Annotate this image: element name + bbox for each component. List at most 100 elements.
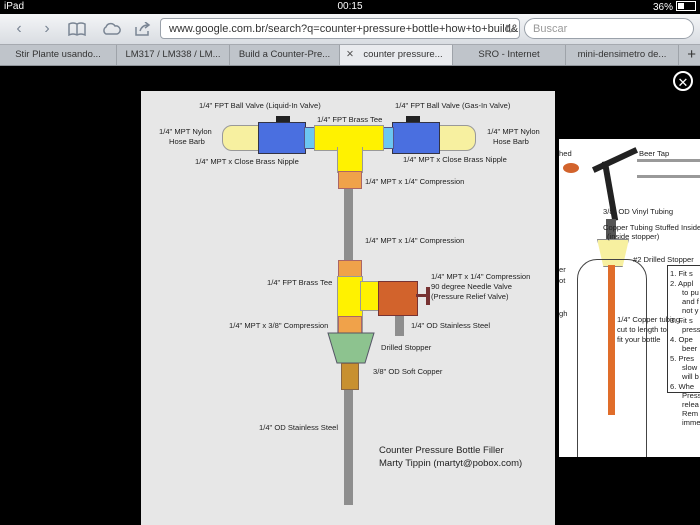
forward-button[interactable]: › bbox=[36, 19, 58, 39]
side-step-2c: and f bbox=[682, 297, 699, 306]
side-label-stopper: #2 Drilled Stopper bbox=[633, 255, 694, 264]
device-name: iPad bbox=[4, 1, 25, 12]
side-step-5c: will b bbox=[682, 372, 699, 381]
side-step-6: 6. Whe bbox=[670, 382, 695, 391]
side-vinyl-tube bbox=[606, 219, 616, 239]
cloud-icon bbox=[103, 22, 121, 35]
side-connector bbox=[563, 163, 579, 173]
browser-toolbar: ‹ › www.google.com.br/search?q=counter+p… bbox=[0, 14, 700, 45]
needle-valve-body bbox=[378, 281, 418, 316]
tab-label: SRO - Internet bbox=[478, 49, 540, 60]
tab-3[interactable]: Build a Counter-Pre... bbox=[230, 45, 340, 65]
side-label-hed: hed bbox=[559, 149, 572, 158]
soft-copper-tube bbox=[341, 363, 359, 390]
label-soft-copper: 3/8" OD Soft Copper bbox=[373, 367, 443, 376]
side-step-2b: to pu bbox=[682, 288, 699, 297]
ball-valve-liquid bbox=[258, 122, 306, 154]
side-step-3: 3. Fit s bbox=[670, 316, 693, 325]
search-field[interactable]: Buscar bbox=[524, 18, 694, 39]
needle-valve-stem bbox=[416, 294, 428, 297]
side-label-copper-stuffed-1: Copper Tubing Stuffed Inside bbox=[603, 223, 700, 232]
url-text: www.google.com.br/search?q=counter+press… bbox=[169, 23, 519, 35]
side-label-copper-len-3: fit your bottle bbox=[617, 335, 661, 344]
side-label-copper-len-1: 1/4" Copper tubing, bbox=[617, 315, 683, 324]
label-needle-3: (Pressure Relief Valve) bbox=[431, 292, 509, 301]
tab-1[interactable]: Stir Plante usando... bbox=[0, 45, 117, 65]
label-needle-2: 90 degree Needle Valve bbox=[431, 282, 512, 291]
close-tab-icon[interactable]: ✕ bbox=[346, 49, 354, 60]
side-step-6b: Press bbox=[682, 391, 700, 400]
ball-valve-gas bbox=[392, 122, 440, 154]
label-drilled-stopper: Drilled Stopper bbox=[381, 343, 432, 352]
side-step-6d: Rem bbox=[682, 409, 699, 418]
label-lower-tee: 1/4" FPT Brass Tee bbox=[267, 278, 333, 287]
beer-tap-hose-2 bbox=[637, 175, 700, 178]
address-bar[interactable]: www.google.com.br/search?q=counter+press… bbox=[160, 18, 520, 39]
share-button[interactable] bbox=[132, 19, 154, 39]
back-button[interactable]: ‹ bbox=[8, 19, 30, 39]
new-tab-button[interactable]: + bbox=[687, 46, 696, 63]
side-label-copper-len-2: cut to length to bbox=[617, 325, 667, 334]
label-right-nipple: 1/4" MPT x Close Brass Nipple bbox=[403, 155, 507, 164]
label-liquid-valve: 1/4" FPT Ball Valve (Liquid-In Valve) bbox=[199, 101, 321, 110]
side-label-vinyl: 3/8" OD Vinyl Tubing bbox=[603, 207, 674, 216]
label-left-barb-1: 1/4" MPT Nylon bbox=[159, 127, 212, 136]
bookmarks-button[interactable] bbox=[66, 19, 88, 39]
compression-fitting-top bbox=[338, 171, 362, 189]
side-label-beer-tap: Beer Tap bbox=[639, 149, 670, 158]
label-needle-1: 1/4" MPT x 1/4" Compression bbox=[431, 272, 531, 281]
tab-2[interactable]: LM317 / LM338 / LM... bbox=[117, 45, 230, 65]
reload-icon[interactable]: ↻ bbox=[504, 22, 515, 36]
status-bar: iPad 00:15 36% bbox=[0, 0, 700, 14]
close-viewer-button[interactable]: ✕ bbox=[673, 71, 693, 91]
chevron-left-icon: ‹ bbox=[16, 20, 22, 37]
beer-tap-bar bbox=[591, 147, 639, 173]
tab-4-active[interactable]: ✕ counter pressure... bbox=[340, 45, 453, 65]
side-step-6c: relea bbox=[682, 400, 699, 409]
label-right-barb-2: Hose Barb bbox=[493, 137, 529, 146]
label-stainless-short: 1/4" OD Stainless Steel bbox=[411, 321, 491, 330]
stainless-tube-relief bbox=[395, 314, 404, 336]
label-left-barb-2: Hose Barb bbox=[169, 137, 205, 146]
needle-valve-knob bbox=[426, 287, 430, 305]
chevron-right-icon: › bbox=[44, 20, 50, 37]
label-compression-top: 1/4" MPT x 1/4" Compression bbox=[365, 177, 465, 186]
battery-percent: 36% bbox=[652, 2, 673, 13]
diagram-credit-title: Counter Pressure Bottle Filler bbox=[379, 445, 504, 456]
side-step-2: 2. Appl bbox=[670, 279, 694, 288]
hose-barb-right bbox=[438, 125, 476, 151]
side-label-copper-stuffed-2: (inside stopper) bbox=[607, 232, 660, 241]
tab-label: Stir Plante usando... bbox=[15, 49, 101, 60]
side-step-5b: slow bbox=[682, 363, 698, 372]
side-label-er: er bbox=[559, 265, 566, 274]
side-steps-box bbox=[667, 265, 700, 393]
battery-icon bbox=[676, 1, 696, 11]
side-copper-tube bbox=[608, 265, 615, 415]
tab-5[interactable]: SRO - Internet bbox=[453, 45, 566, 65]
share-icon bbox=[135, 21, 151, 36]
side-step-6e: imme bbox=[682, 418, 700, 427]
label-right-barb-1: 1/4" MPT Nylon bbox=[487, 127, 540, 136]
side-bottle-outline bbox=[577, 259, 647, 457]
top-tee-vertical bbox=[337, 147, 363, 173]
valve-handle-left bbox=[276, 116, 290, 122]
drilled-stopper-shape bbox=[327, 332, 375, 364]
adjacent-image[interactable]: hed Beer Tap 3/8" OD Vinyl Tubing Copper… bbox=[559, 139, 700, 457]
label-gas-valve: 1/4" FPT Ball Valve (Gas-In Valve) bbox=[395, 101, 511, 110]
tab-label: LM317 / LM338 / LM... bbox=[125, 49, 221, 60]
stainless-tube-lower bbox=[344, 388, 353, 505]
side-step-3b: press bbox=[682, 325, 700, 334]
icloud-tabs-button[interactable] bbox=[100, 19, 122, 39]
side-step-2d: not y bbox=[682, 306, 699, 315]
side-step-5: 5. Pres bbox=[670, 354, 695, 363]
beer-tap-hose bbox=[637, 159, 700, 162]
lower-tee-branch bbox=[360, 281, 380, 311]
tab-label: counter pressure... bbox=[363, 49, 443, 60]
tab-label: mini-densimetro de... bbox=[577, 49, 667, 60]
battery-status: 36% bbox=[653, 1, 696, 13]
tab-6[interactable]: mini-densimetro de... bbox=[566, 45, 679, 65]
side-step-4b: beer bbox=[682, 344, 698, 353]
label-compression-38: 1/4" MPT x 3/8" Compression bbox=[229, 321, 329, 330]
diagram-image[interactable]: 1/4" FPT Ball Valve (Liquid-In Valve) 1/… bbox=[141, 91, 555, 525]
search-placeholder: Buscar bbox=[533, 23, 568, 35]
